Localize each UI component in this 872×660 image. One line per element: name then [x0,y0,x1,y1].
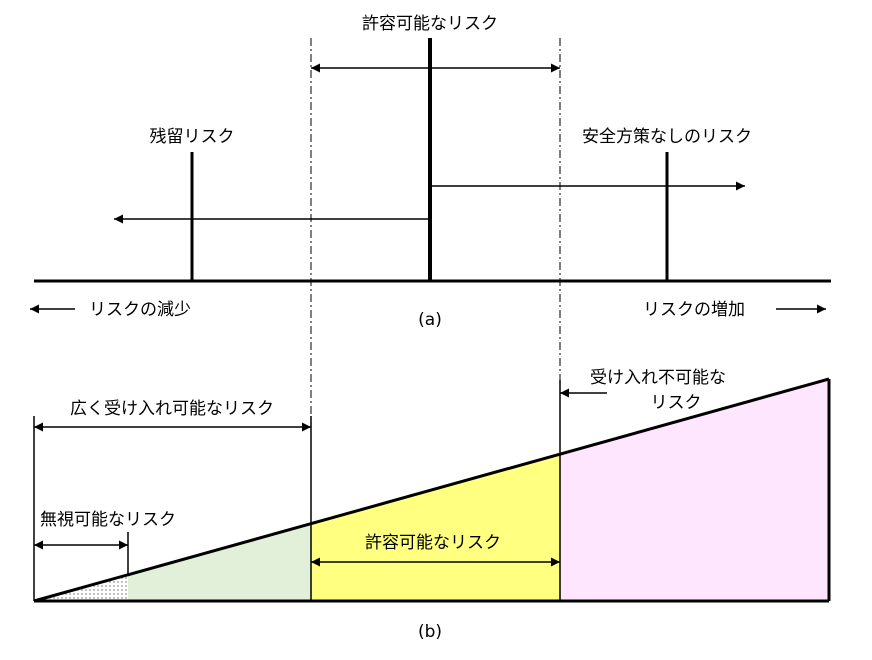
tolerable-risk-region [311,454,560,601]
caption-a: (a) [418,310,442,330]
negligible-risk-label: 無視可能なリスク [40,510,176,530]
tolerable-risk-label-b: 許容可能なリスク [365,533,501,553]
risk-without-measures-label: 安全方策なしのリスク [582,127,752,147]
part-a: 許容可能なリスク 残留リスク 安全方策なしのリスク リスクの減少 リスクの増加 … [30,14,831,330]
risk-decrease-label: リスクの減少 [89,300,191,320]
risk-slope-line [33,377,830,603]
risk-increase-label: リスクの増加 [643,300,745,320]
broadly-acceptable-label: 広く受け入れ可能なリスク [70,399,274,419]
unacceptable-risk-label-line2: リスク [651,393,702,413]
caption-b: (b) [418,622,442,642]
residual-risk-label: 残留リスク [150,127,235,147]
unacceptable-risk-label-line1: 受け入れ不可能な [590,368,726,388]
unacceptable-risk-region [560,379,829,601]
part-b: 広く受け入れ可能なリスク 無視可能なリスク 許容可能なリスク 受け入れ不可能な … [33,368,831,642]
tolerable-risk-label-a: 許容可能なリスク [362,14,498,34]
broadly-acceptable-region [128,524,311,601]
